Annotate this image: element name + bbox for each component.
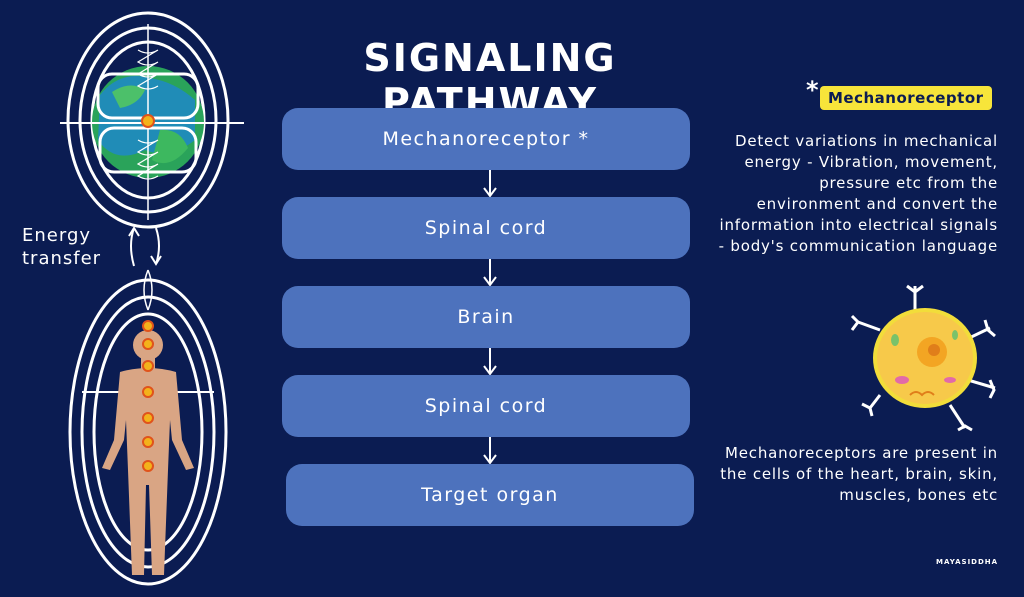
asterisk-marker: *	[806, 76, 819, 104]
mechanoreceptor-presence: Mechanoreceptors are present in the cell…	[720, 444, 998, 504]
flow-step-target-organ: Target organ	[286, 464, 694, 526]
flow-step-brain: Brain	[282, 286, 690, 348]
flow-step-spinal-cord-2: Spinal cord	[282, 375, 690, 437]
earth-icon	[60, 11, 244, 229]
human-body-icon	[68, 269, 228, 586]
energy-transfer-label: Energy transfer	[22, 224, 101, 270]
flow-step-mechanoreceptor: Mechanoreceptor *	[282, 108, 690, 170]
cell-icon	[850, 284, 996, 432]
double-arrow-icon	[128, 226, 162, 267]
flow-step-spinal-cord: Spinal cord	[282, 197, 690, 259]
energy-label-line1: Energy	[22, 225, 92, 246]
mechanoreceptor-badge: Mechanoreceptor	[820, 86, 992, 110]
mechanoreceptor-description: Detect variations in mechanical energy -…	[718, 132, 998, 255]
energy-label-line2: transfer	[22, 248, 102, 269]
credit-label: MAYASIDDHA	[936, 558, 999, 566]
